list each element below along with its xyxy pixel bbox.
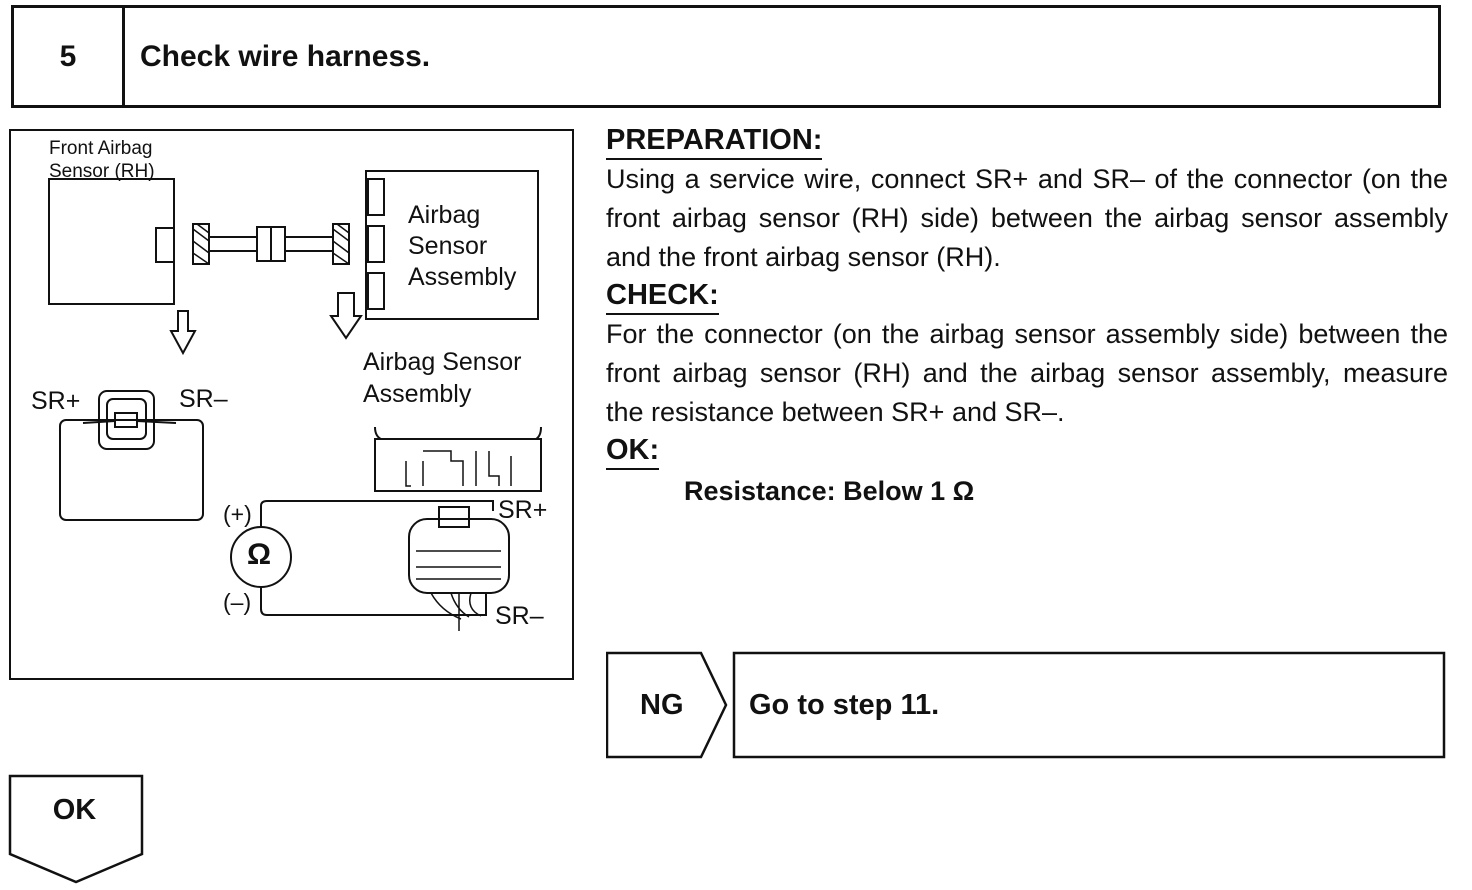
- assembly-box-label-line3: Assembly: [408, 263, 517, 291]
- ng-action: Go to step 11.: [749, 688, 940, 721]
- ok-arrow-frame: [8, 774, 144, 884]
- assembly-box-label-line2: Sensor: [408, 232, 488, 260]
- step-title: Check wire harness.: [140, 39, 431, 73]
- assembly-caption-line1: Airbag Sensor: [363, 348, 522, 376]
- assembly-caption-line2: Assembly: [363, 380, 472, 408]
- ok-label: OK: [52, 794, 97, 826]
- sr-minus-right-label: SR–: [495, 602, 544, 630]
- preparation-heading: PREPARATION:: [606, 122, 823, 160]
- check-heading: CHECK:: [606, 277, 719, 315]
- instructions: PREPARATION: Using a service wire, conne…: [606, 122, 1448, 511]
- check-text: For the connector (on the airbag sensor …: [606, 319, 1448, 427]
- step-number: 5: [14, 8, 125, 105]
- ng-result: NG Go to step 11.: [606, 651, 1446, 759]
- step-header: 5 Check wire harness.: [11, 5, 1441, 108]
- meter-minus-label: (–): [223, 589, 252, 615]
- preparation-text: Using a service wire, connect SR+ and SR…: [606, 164, 1448, 272]
- airbag-sensor-assembly-box: [365, 170, 539, 320]
- sr-plus-label: SR+: [31, 387, 81, 415]
- down-arrow-right: [329, 292, 363, 340]
- ok-result: OK: [8, 774, 148, 886]
- ohm-symbol: Ω: [247, 538, 272, 571]
- down-arrow-left: [169, 310, 197, 356]
- wiring-diagram: Front Airbag Sensor (RH) Airbag Sensor A…: [9, 129, 574, 680]
- meter-plus-label: (+): [223, 501, 252, 527]
- ng-result-frame: [606, 651, 1446, 759]
- ok-spec: Resistance: Below 1 Ω: [684, 476, 975, 506]
- ng-label: NG: [640, 688, 684, 721]
- wiring-diagram-drawing: [48, 170, 542, 631]
- assembly-box-label-line1: Airbag: [408, 201, 481, 229]
- sr-plus-right-label: SR+: [498, 496, 548, 524]
- sr-minus-label: SR–: [179, 385, 228, 413]
- ok-heading: OK:: [606, 432, 660, 470]
- front-sensor-label-line1: Front Airbag: [49, 138, 153, 159]
- front-sensor-label-line2: Sensor (RH): [49, 161, 155, 182]
